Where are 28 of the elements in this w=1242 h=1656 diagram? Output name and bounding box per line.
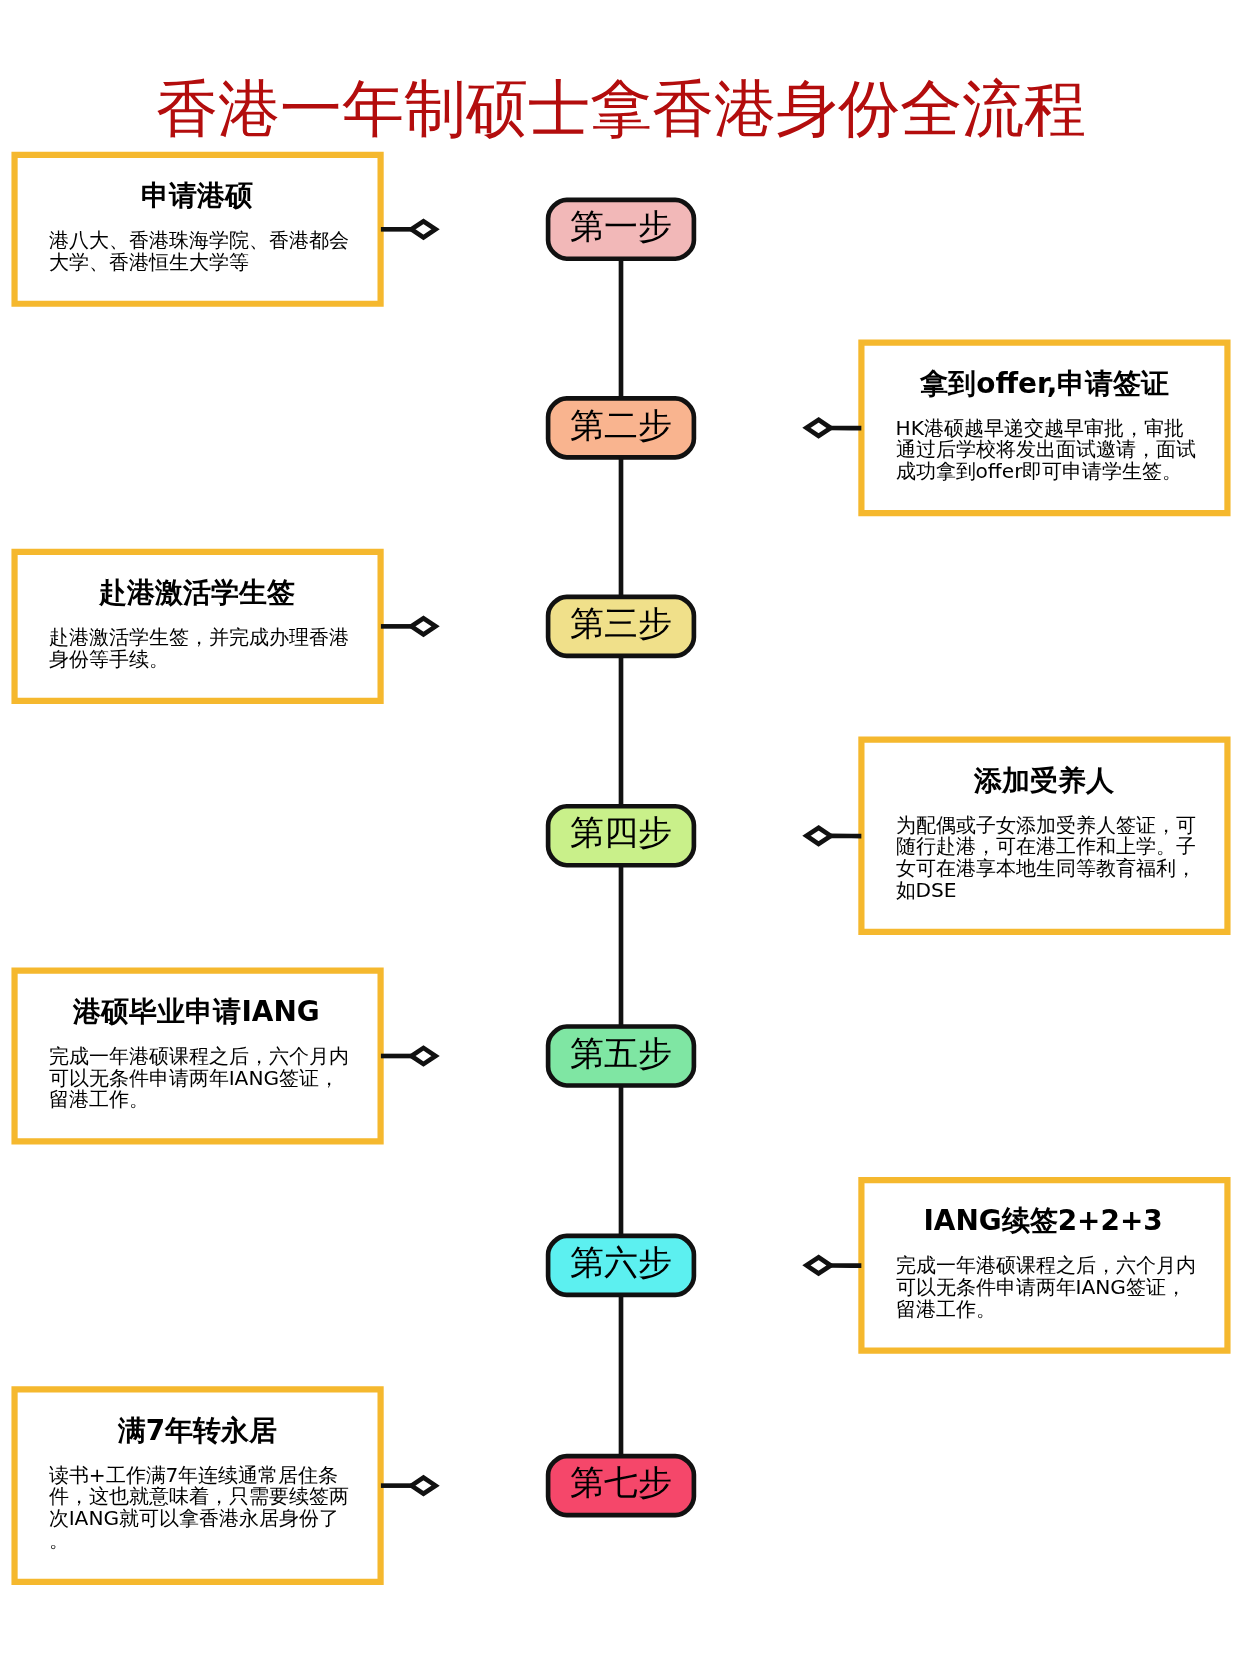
connector: [618, 656, 624, 806]
diagram-title: 香港一年制硕士拿香港身份全流程: [156, 72, 1086, 146]
node-box: 第三步: [545, 594, 697, 659]
node-box: 拿到offer,申请签证 HK港硕越早递交越早审批，审批通过后学校将发出面试邀请，面试成功拿到offer即可申请学生签。: [858, 339, 1231, 517]
connector: [830, 1263, 862, 1268]
connector: [830, 425, 862, 431]
node-box: 第七步: [545, 1453, 697, 1518]
node-box: IANG续签2+2+3 完成一年港硕课程之后，六个月内可以无条件申请两年IANG签证，留港工作。: [858, 1177, 1231, 1354]
connector: [380, 1483, 412, 1488]
node-box: 添加受养人 为配偶或子女添加受养人签证，可随行赴港，可在港工作和上学。子女可在港享本地生同等教育福利，如DSE: [858, 736, 1231, 935]
node-box: 第二步: [545, 396, 697, 460]
connector: [380, 624, 412, 629]
connector: [618, 258, 624, 399]
node-box: 满7年转永居 读书+工作满7年连续通常居住条件，这也就意味着，只需要续签两次IANG就可以拿香港永居身份了。: [11, 1386, 384, 1585]
connector: [618, 1085, 624, 1236]
node-box: 第五步: [545, 1024, 697, 1088]
connector: [618, 457, 624, 597]
connector: [830, 833, 862, 839]
node-box: 申请港硕 港八大、香港珠海学院、香港都会大学、香港恒生大学等: [11, 151, 384, 307]
node-box: 港硕毕业申请IANG 完成一年港硕课程之后，六个月内可以无条件申请两年IANG签证，留港工作。: [11, 967, 384, 1145]
node-box: 第四步: [545, 803, 697, 868]
connector: [380, 1053, 412, 1059]
connector: [618, 865, 624, 1026]
node-box: 第六步: [545, 1233, 697, 1298]
connector: [618, 1294, 624, 1456]
node-box: 第一步: [545, 197, 697, 262]
node-box: 赴港激活学生签 赴港激活学生签，并完成办理香港身份等手续。: [11, 548, 384, 704]
connector: [380, 227, 412, 232]
